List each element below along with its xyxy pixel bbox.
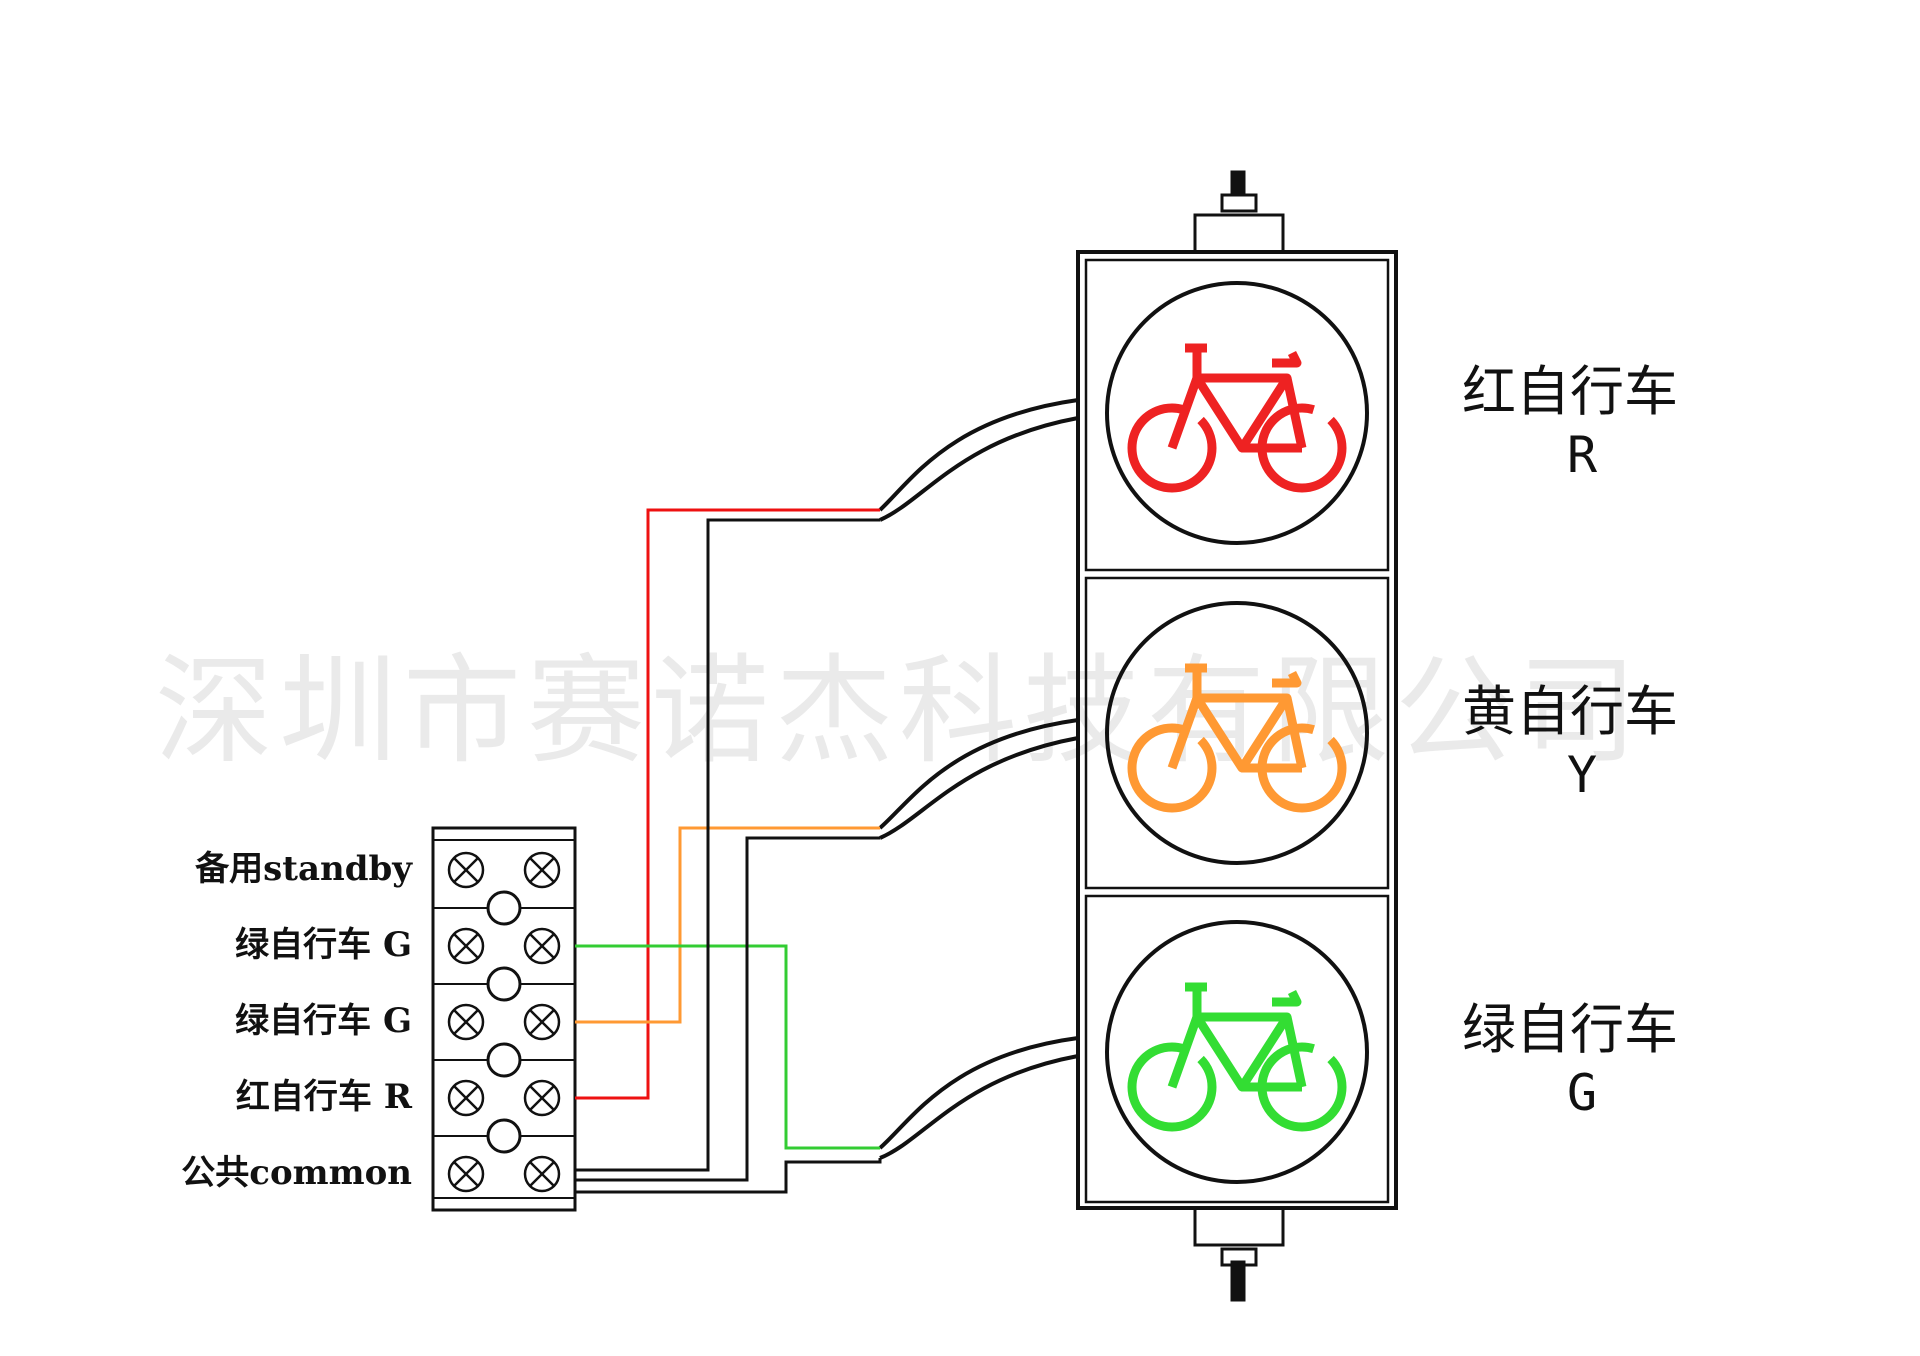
lamp-label-green: 绿自行车	[1462, 998, 1678, 1061]
terminal-label-green-2: 绿自行车 G	[235, 1001, 412, 1041]
terminal-label-green-1: 绿自行车 G	[235, 925, 412, 965]
wire-orange	[575, 826, 880, 1024]
lamp-yellow	[1105, 601, 1369, 865]
terminal-screw-icon	[523, 927, 561, 965]
terminal-label-common: 公共common	[181, 1153, 412, 1193]
bottom-bracket	[1193, 1210, 1285, 1302]
wire-red	[575, 508, 880, 1100]
lamp-label-yellow: 黄自行车	[1462, 680, 1678, 743]
lamp-code-yellow: Y	[1567, 746, 1597, 804]
bicycle-icon	[1132, 348, 1342, 488]
cables	[878, 398, 1079, 1160]
terminal-label-standby: 备用standby	[195, 849, 413, 889]
common-wires	[575, 518, 882, 1194]
lamp-code-green: G	[1567, 1064, 1597, 1122]
top-bracket	[1193, 170, 1285, 250]
lamp-label-red: 红自行车	[1462, 360, 1678, 423]
signal-wires	[575, 508, 880, 1150]
terminal-label-red: 红自行车 R	[236, 1077, 413, 1117]
terminal-screw-icon	[447, 1155, 485, 1193]
wire-green	[575, 944, 880, 1150]
terminal-screw-icon	[523, 1003, 561, 1041]
terminal-block	[431, 826, 577, 1212]
lamp-red	[1105, 281, 1369, 545]
signal-housing	[1076, 250, 1398, 1210]
terminal-screw-icon	[523, 851, 561, 889]
bicycle-icon	[1132, 987, 1342, 1127]
lamp-code-red: R	[1567, 426, 1598, 484]
terminal-screw-icon	[447, 927, 485, 965]
terminal-screw-icon	[447, 1079, 485, 1117]
terminal-screw-icon	[447, 851, 485, 889]
terminal-screw-icon	[447, 1003, 485, 1041]
terminal-screw-icon	[523, 1079, 561, 1117]
terminal-screw-icon	[523, 1155, 561, 1193]
lamp-green	[1105, 920, 1369, 1184]
watermark-text: 深圳市赛诺杰科技有限公司	[155, 642, 1643, 780]
